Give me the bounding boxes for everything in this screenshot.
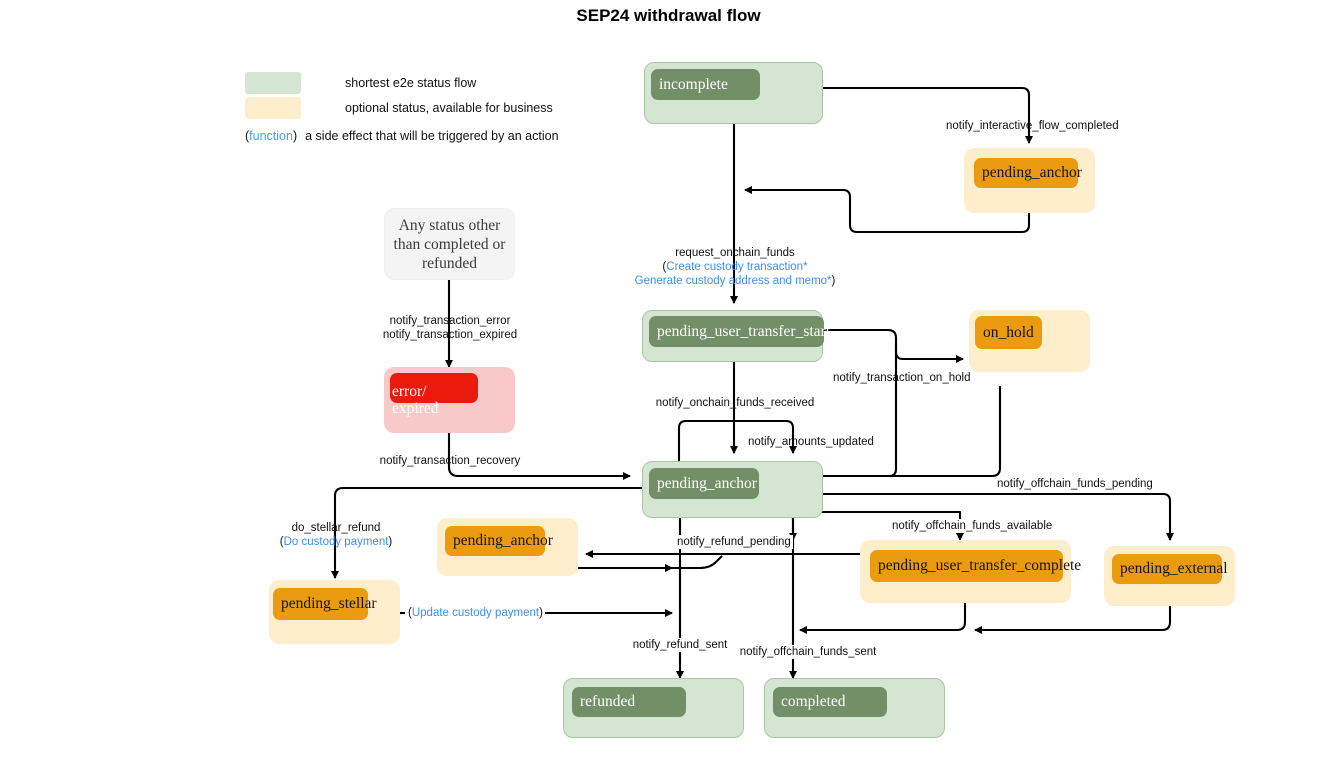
legend-function-word: function — [249, 129, 293, 143]
edge-label-notify-refund-sent: notify_refund_sent — [630, 638, 730, 652]
node-error-expired-label: error/ expired — [392, 383, 439, 417]
edge-label-notify-transaction-expired: notify_transaction_expired — [382, 329, 518, 341]
node-pending-anchor-top[interactable]: pending_anchor — [964, 148, 1095, 213]
node-refunded[interactable]: refunded — [563, 678, 744, 738]
node-completed[interactable]: completed — [764, 678, 945, 738]
edge-label-notify-interactive-flow-completed: notify_interactive_flow_completed — [946, 120, 1119, 132]
node-on-hold-label: on_hold — [975, 316, 1042, 349]
node-refunded-label: refunded — [572, 687, 686, 717]
node-pending-user-transfer-complete[interactable]: pending_user_transfer_complete — [860, 540, 1081, 603]
legend-row-function: (function) a side effect that will be tr… — [245, 123, 559, 149]
node-pending-user-transfer-start[interactable]: pending_user_transfer_start — [642, 310, 830, 362]
edge-label-notify-refund-pending: notify_refund_pending — [675, 535, 793, 549]
node-completed-label: completed — [773, 687, 887, 717]
node-pending-anchor-top-label: pending_anchor — [974, 158, 1082, 188]
legend-swatch-cream-icon — [245, 96, 301, 119]
edge-label-notify-transaction-recovery: notify_transaction_recovery — [379, 455, 521, 467]
edge-label-notify-transaction-error-expired: notify_transaction_error notify_transact… — [383, 314, 517, 342]
edge-label-do-stellar-refund: do_stellar_refund (Do custody payment) — [280, 521, 393, 549]
legend-label-function: a side effect that will be triggered by … — [305, 129, 559, 143]
node-pending-user-transfer-complete-label: pending_user_transfer_complete — [870, 550, 1081, 582]
node-incomplete-label: incomplete — [651, 69, 760, 100]
node-error-expired-inner — [390, 373, 478, 403]
edge-label-request-onchain-funds-fn2: Generate custody address and memo*) — [634, 275, 836, 287]
node-pending-anchor-refund-label: pending_anchor — [445, 526, 553, 556]
legend-label-optional: optional status, available for business — [345, 100, 553, 115]
node-any-status[interactable]: Any status other than completed or refun… — [384, 208, 515, 280]
edge-label-request-onchain-funds-fn1: (Create custody transaction* — [662, 261, 808, 273]
node-pending-anchor-center[interactable]: pending_anchor — [642, 461, 823, 518]
legend-function-token: (function) — [245, 129, 297, 143]
edge-label-do-stellar-refund-fn: (Do custody payment) — [279, 536, 393, 548]
legend-row-shortest: shortest e2e status flow — [245, 70, 559, 95]
node-pending-external-label: pending_external — [1112, 554, 1228, 584]
edge-label-notify-amounts-updated: notify_amounts_updated — [748, 436, 874, 448]
edge-label-request-onchain-funds-action: request_onchain_funds — [675, 247, 795, 259]
node-pending-anchor-center-label: pending_anchor — [649, 468, 759, 499]
legend-label-shortest: shortest e2e status flow — [345, 75, 477, 90]
page-title: SEP24 withdrawal flow — [576, 6, 761, 25]
edge-label-notify-offchain-funds-pending: notify_offchain_funds_pending — [995, 477, 1155, 491]
node-any-status-label: Any status other than completed or refun… — [393, 216, 506, 272]
node-pending-stellar-label: pending_stellar — [273, 588, 377, 620]
node-pending-anchor-refund[interactable]: pending_anchor — [437, 518, 578, 576]
legend-row-optional: optional status, available for business — [245, 95, 559, 120]
node-pending-external[interactable]: pending_external — [1104, 546, 1235, 606]
edge-label-notify-offchain-funds-available: notify_offchain_funds_available — [890, 519, 1055, 533]
legend-paren-open: ( — [245, 129, 250, 143]
legend: shortest e2e status flow optional status… — [245, 70, 559, 149]
edge-label-update-custody-payment: (Update custody payment) — [406, 606, 545, 620]
edge-label-do-stellar-refund-action: do_stellar_refund — [291, 522, 381, 534]
edge-label-request-onchain-funds: request_onchain_funds (Create custody tr… — [635, 246, 836, 288]
edge-label-notify-transaction-error: notify_transaction_error — [389, 315, 511, 327]
edge-label-notify-offchain-funds-sent: notify_offchain_funds_sent — [737, 645, 879, 659]
node-error-expired[interactable]: error/ expired — [384, 367, 515, 433]
node-on-hold[interactable]: on_hold — [969, 310, 1090, 372]
legend-swatch-green-icon — [245, 71, 301, 94]
legend-paren-close: ) — [292, 129, 298, 143]
edge-label-notify-transaction-on-hold: notify_transaction_on_hold — [833, 372, 971, 384]
edge-label-notify-onchain-funds-received: notify_onchain_funds_received — [655, 397, 815, 409]
node-pending-stellar[interactable]: pending_stellar — [269, 580, 400, 644]
node-pending-user-transfer-start-label: pending_user_transfer_start — [649, 316, 830, 347]
node-incomplete[interactable]: incomplete — [644, 62, 823, 124]
